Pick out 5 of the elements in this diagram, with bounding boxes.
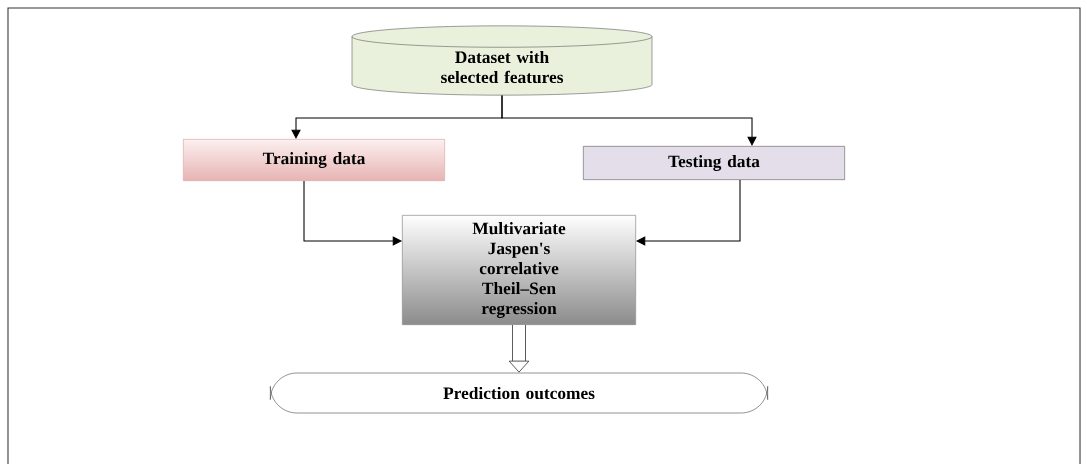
process-box: Multivariate Jaspen's correlative Theil–Sen regression — [402, 215, 636, 325]
block-arrow — [508, 324, 530, 373]
data-box: Training data — [183, 139, 445, 181]
data-box: Testing data — [583, 146, 845, 180]
database-cylinder: Dataset with selected features — [351, 25, 653, 96]
